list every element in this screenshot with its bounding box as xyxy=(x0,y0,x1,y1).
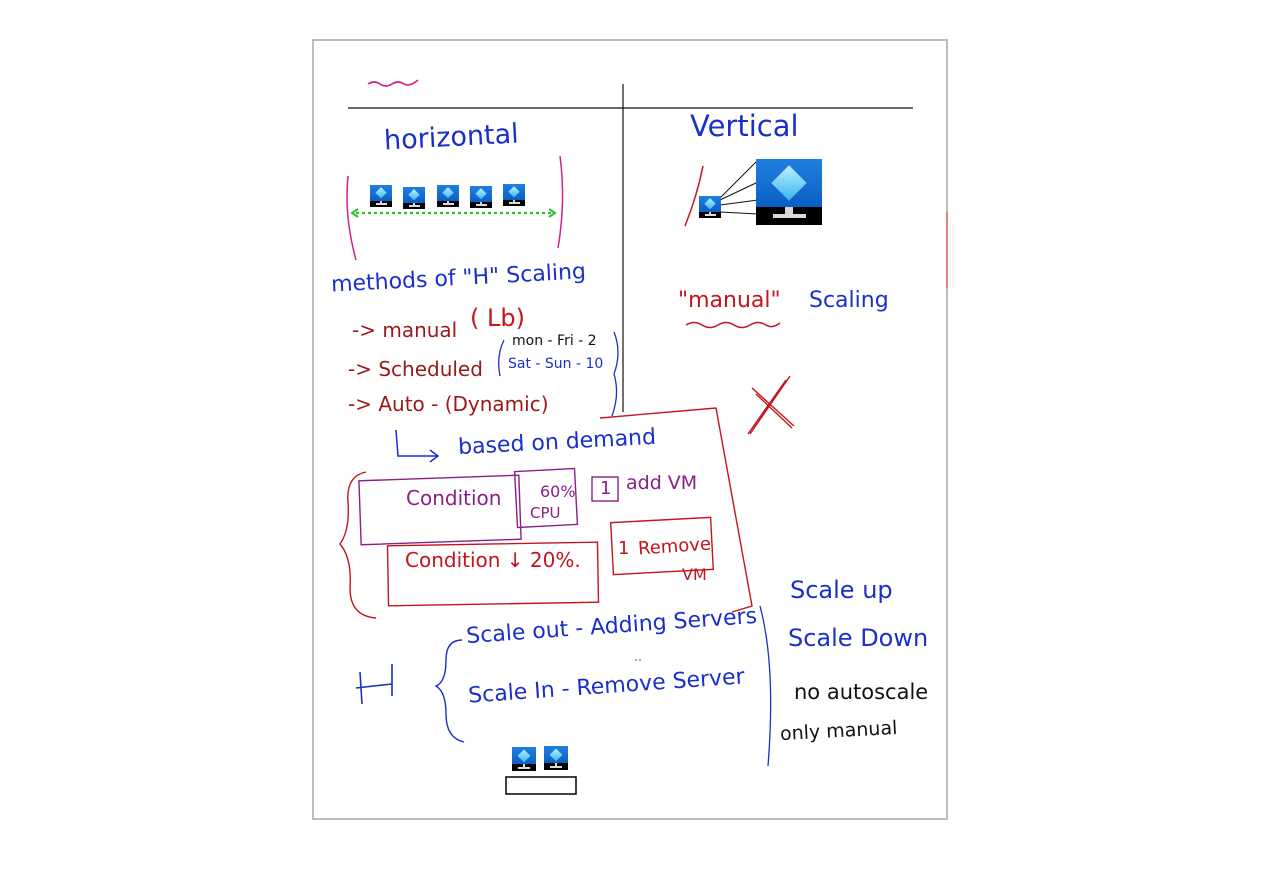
condition-down-label: Condition ↓ 20%. xyxy=(405,548,581,572)
remove-vm: Remove xyxy=(637,533,712,560)
vm-icon xyxy=(437,185,459,207)
remove-count: 1 xyxy=(618,538,630,559)
add-count: 1 xyxy=(600,478,612,499)
method-manual-paren: ( Lb) xyxy=(470,304,525,332)
schedule-weekday: mon - Fri - 2 xyxy=(512,333,597,349)
scale-down: Scale Down xyxy=(788,624,929,652)
vm-icon xyxy=(512,747,536,771)
manual-scaling-suffix: Scaling xyxy=(809,288,889,313)
vm-icon xyxy=(403,187,425,209)
schedule-weekend: Sat - Sun - 10 xyxy=(508,356,604,372)
horizontal-title: horizontal xyxy=(383,118,520,157)
vm-icon xyxy=(370,185,392,207)
cpu-threshold: 60% xyxy=(540,482,576,501)
cpu-label: CPU xyxy=(530,504,561,522)
no-autoscale: no autoscale xyxy=(794,680,929,704)
vm-icon xyxy=(503,184,525,206)
condition-up-label: Condition xyxy=(406,486,502,510)
vm-icon-large xyxy=(756,159,822,225)
vm-icon xyxy=(470,186,492,208)
method-manual: -> manual xyxy=(352,318,458,342)
remove-vm-unit: VM xyxy=(682,565,707,584)
scale-up: Scale up xyxy=(790,576,893,604)
vertical-title: Vertical xyxy=(690,109,799,143)
manual-scaling-word: "manual" xyxy=(678,288,781,313)
vm-icon xyxy=(544,746,568,770)
add-vm: add VM xyxy=(626,472,698,494)
vm-icon-small xyxy=(699,196,721,218)
method-scheduled: -> Scheduled xyxy=(348,357,483,381)
method-auto: -> Auto - (Dynamic) xyxy=(348,392,549,416)
